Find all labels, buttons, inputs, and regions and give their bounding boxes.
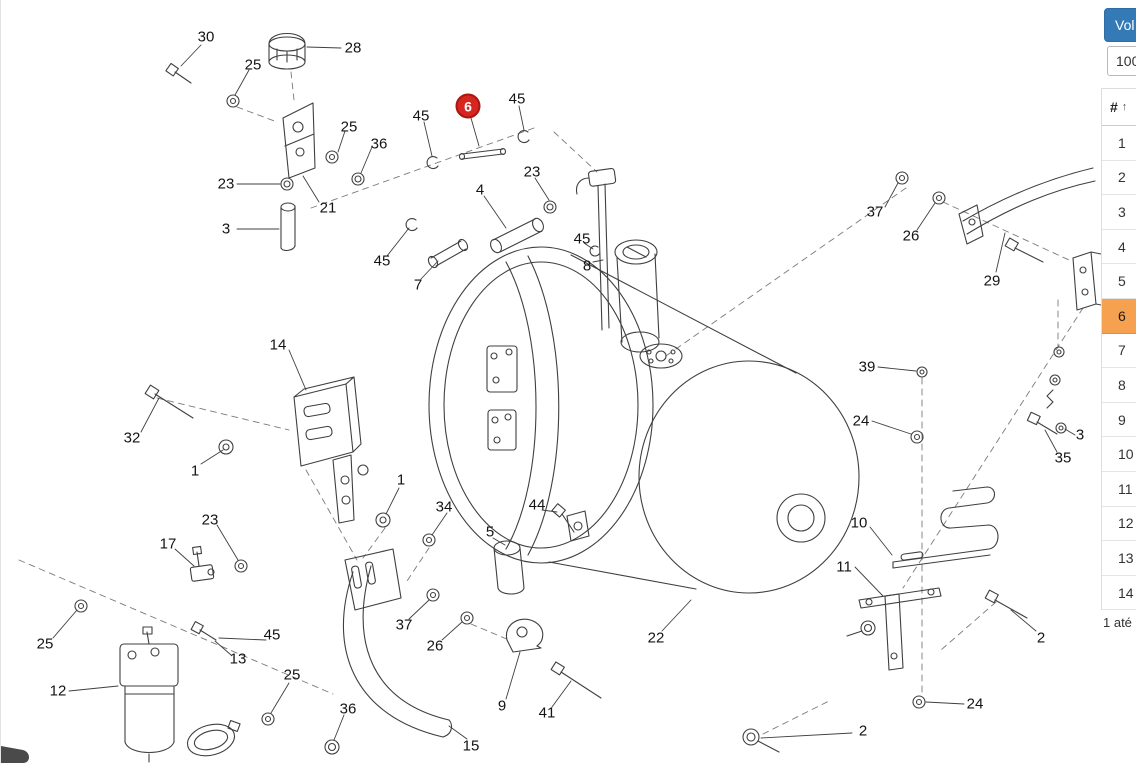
table-row[interactable]: 14 xyxy=(1102,576,1136,611)
part-callout[interactable]: 41 xyxy=(538,704,556,722)
pagination-info: 1 até xyxy=(1103,615,1132,630)
part-callout[interactable]: 36 xyxy=(370,135,388,153)
part-callout[interactable]: 45 xyxy=(573,230,591,248)
part-callout[interactable]: 39 xyxy=(858,358,876,376)
part-callout[interactable]: 26 xyxy=(426,637,444,655)
table-row[interactable]: 13 xyxy=(1102,541,1136,576)
part-callout[interactable]: 35 xyxy=(1054,449,1072,467)
part-callout[interactable]: 24 xyxy=(852,412,870,430)
part-callout[interactable]: 25 xyxy=(36,635,54,653)
part-callout[interactable]: 45 xyxy=(508,90,526,108)
part-callout[interactable]: 45 xyxy=(373,252,391,270)
part-callout[interactable]: 23 xyxy=(523,163,541,181)
part-callout[interactable]: 21 xyxy=(319,199,337,217)
part-callout[interactable]: 5 xyxy=(485,523,495,541)
part-callout[interactable]: 22 xyxy=(647,629,665,647)
part-callout[interactable]: 34 xyxy=(435,498,453,516)
part-callout[interactable]: 12 xyxy=(49,682,67,700)
table-header-number[interactable]: # ↑ xyxy=(1102,88,1136,126)
part-callout[interactable]: 9 xyxy=(497,697,507,715)
table-row[interactable]: 3 xyxy=(1102,195,1136,230)
part-callout[interactable]: 2 xyxy=(1036,629,1046,647)
table-row[interactable]: 7 xyxy=(1102,334,1136,369)
part-callout[interactable]: 4 xyxy=(475,181,485,199)
table-row[interactable]: 9 xyxy=(1102,403,1136,438)
table-row[interactable]: 2 xyxy=(1102,161,1136,196)
part-callout[interactable]: 30 xyxy=(197,28,215,46)
part-callout[interactable]: 1 xyxy=(190,462,200,480)
part-callout[interactable]: 25 xyxy=(244,56,262,74)
table-row[interactable]: 12 xyxy=(1102,507,1136,542)
table-row[interactable]: 5 xyxy=(1102,264,1136,299)
table-row[interactable]: 10 xyxy=(1102,437,1136,472)
part-callout[interactable]: 37 xyxy=(866,203,884,221)
part-callout[interactable]: 17 xyxy=(159,535,177,553)
table-row[interactable]: 8 xyxy=(1102,368,1136,403)
part-callout[interactable]: 25 xyxy=(283,666,301,684)
header-number-label: # xyxy=(1110,99,1118,115)
part-callout[interactable]: 3 xyxy=(1075,426,1085,444)
part-callout[interactable]: 7 xyxy=(413,276,423,294)
table-row[interactable]: 11 xyxy=(1102,472,1136,507)
back-button[interactable]: Vol xyxy=(1104,8,1136,42)
part-callout[interactable]: 23 xyxy=(217,175,235,193)
part-callout[interactable]: 44 xyxy=(528,496,546,514)
part-callout[interactable]: 2 xyxy=(858,722,868,740)
part-callout[interactable]: 23 xyxy=(201,511,219,529)
part-callout[interactable]: 45 xyxy=(263,626,281,644)
page-size-select[interactable]: 100 xyxy=(1107,46,1136,76)
part-callout[interactable]: 1 xyxy=(396,471,406,489)
part-callout[interactable]: 25 xyxy=(340,118,358,136)
table-row[interactable]: 1 xyxy=(1102,126,1136,161)
sort-ascending-icon: ↑ xyxy=(1121,101,1128,113)
part-callout[interactable]: 14 xyxy=(269,336,287,354)
table-row[interactable]: 6 xyxy=(1102,298,1136,334)
part-callout[interactable]: 15 xyxy=(462,737,480,755)
part-callout[interactable]: 45 xyxy=(412,107,430,125)
part-callout[interactable]: 13 xyxy=(229,650,247,668)
part-callout[interactable]: 37 xyxy=(395,616,413,634)
part-callout[interactable]: 29 xyxy=(983,272,1001,290)
part-callout[interactable]: 8 xyxy=(582,257,592,275)
table-row[interactable]: 4 xyxy=(1102,230,1136,265)
highlighted-part-callout[interactable]: 6 xyxy=(455,93,481,119)
part-callout[interactable]: 10 xyxy=(850,514,868,532)
part-callout[interactable]: 24 xyxy=(966,695,984,713)
part-callout[interactable]: 26 xyxy=(902,227,920,245)
exploded-parts-diagram xyxy=(1,32,1101,763)
part-callout[interactable]: 32 xyxy=(123,429,141,447)
part-callout[interactable]: 11 xyxy=(836,558,852,576)
part-callout[interactable]: 28 xyxy=(344,39,362,57)
part-callout[interactable]: 3 xyxy=(221,220,231,238)
part-callout[interactable]: 36 xyxy=(339,700,357,718)
